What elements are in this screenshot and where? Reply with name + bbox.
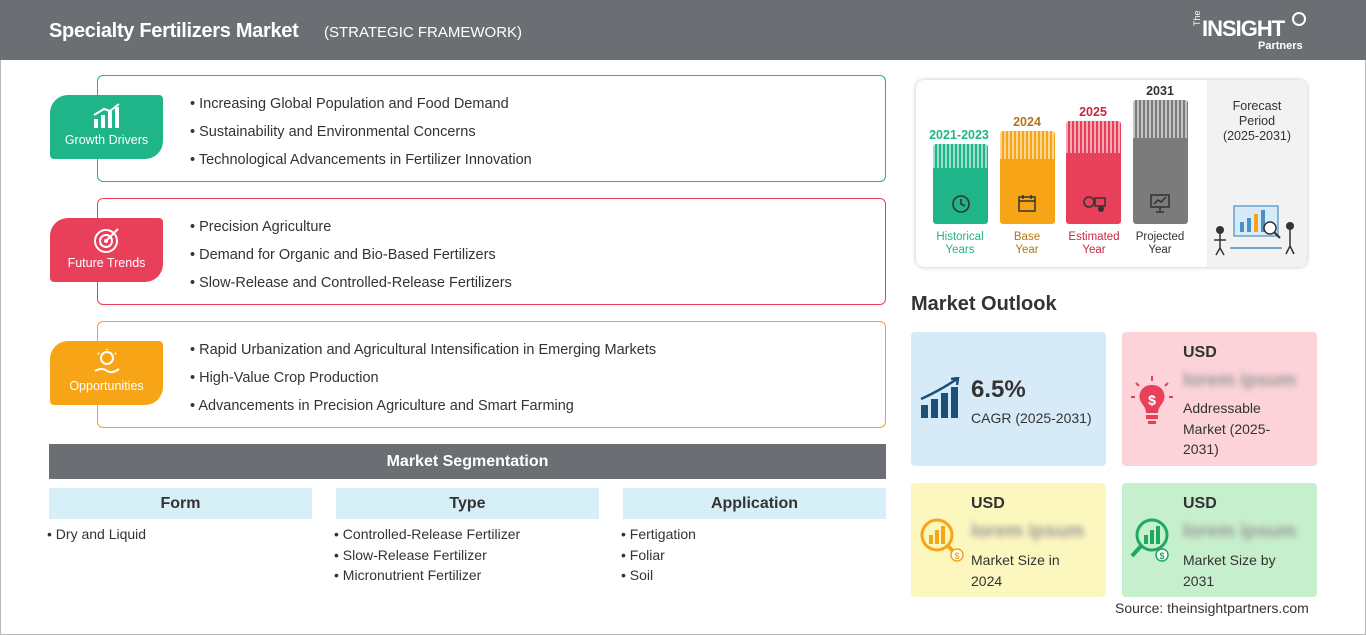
list-item: Technological Advancements in Fertilizer… (190, 152, 532, 180)
list-item: High-Value Crop Production (190, 370, 656, 398)
segment-heading-application: Application (623, 488, 886, 519)
growth-chart-icon (93, 103, 120, 128)
growth-drivers-list: Increasing Global Population and Food De… (190, 96, 532, 180)
magnifier-chart-icon: $ (920, 518, 964, 562)
lightbulb-dollar-icon: $ (1131, 376, 1173, 424)
bar-estimated (1066, 121, 1121, 224)
list-item: Rapid Urbanization and Agricultural Inte… (190, 342, 656, 370)
list-item: Precision Agriculture (190, 219, 512, 247)
list-item: Fertigation (621, 526, 696, 547)
list-item: Increasing Global Population and Food De… (190, 96, 532, 124)
size2031-value: lorem ipsum (1183, 521, 1296, 542)
growth-chart-icon (920, 377, 960, 418)
header-bar: Specialty Fertilizers Market (STRATEGIC … (0, 0, 1366, 60)
segment-heading-form: Form (49, 488, 312, 519)
estimate-gear-icon (1083, 196, 1106, 212)
presentation-board-icon (1150, 194, 1170, 213)
future-trends-list: Precision Agriculture Demand for Organic… (190, 219, 512, 303)
list-item: Dry and Liquid (47, 526, 146, 547)
list-item: Slow-Release and Controlled-Release Fert… (190, 275, 512, 303)
opportunities-list: Rapid Urbanization and Agricultural Inte… (190, 342, 656, 426)
insight-partners-logo: The INSIGHT Partners (1192, 10, 1312, 54)
cagr-value: 6.5% (971, 376, 1026, 403)
market-outlook-title: Market Outlook (911, 293, 1057, 315)
segmentation-title: Market Segmentation (49, 444, 886, 479)
year-base: 2024 (1013, 115, 1041, 129)
source-link[interactable]: Source: theinsightpartners.com (1115, 600, 1309, 616)
analytics-illustration-icon (1214, 205, 1295, 256)
page-subtitle: (STRATEGIC FRAMEWORK) (324, 24, 523, 41)
lightbulb-hand-icon (94, 349, 120, 374)
cagr-label: CAGR (2025-2031) (971, 410, 1092, 426)
year-historical: 2021-2023 (929, 128, 989, 142)
segment-list-type: Controlled-Release Fertilizer Slow-Relea… (334, 526, 520, 588)
list-item: Slow-Release Fertilizer (334, 547, 520, 568)
logo-insight: INSIGHT (1202, 16, 1285, 41)
size2024-value: lorem ipsum (971, 521, 1084, 542)
cagr-card: 6.5% CAGR (2025-2031) (911, 332, 1106, 466)
history-clock-icon (952, 195, 970, 213)
svg-text:$: $ (1148, 392, 1156, 408)
year-estimated: 2025 (1079, 105, 1107, 119)
logo-partners: Partners (1258, 40, 1303, 52)
list-item: Micronutrient Fertilizer (334, 567, 520, 588)
segment-heading-type: Type (336, 488, 599, 519)
growth-drivers-box: Increasing Global Population and Food De… (97, 75, 886, 182)
magnifier-chart-icon: $ (1130, 518, 1169, 562)
logo-the: The (1192, 10, 1202, 26)
svg-text:$: $ (954, 551, 959, 561)
year-projected: 2031 (1146, 84, 1174, 98)
growth-drivers-tag: Growth Drivers (50, 95, 163, 159)
list-item: Sustainability and Environmental Concern… (190, 124, 532, 152)
opportunities-box: Rapid Urbanization and Agricultural Inte… (97, 321, 886, 428)
list-item: Demand for Organic and Bio-Based Fertili… (190, 247, 512, 275)
segment-list-application: Fertigation Foliar Soil (621, 526, 696, 588)
svg-text:$: $ (1159, 551, 1164, 561)
future-trends-box: Precision Agriculture Demand for Organic… (97, 198, 886, 305)
addressable-usd: USD (1183, 344, 1217, 361)
list-item: Soil (621, 567, 696, 588)
tag-label: Opportunities (69, 379, 144, 393)
size2024-usd: USD (971, 495, 1005, 512)
target-icon (94, 228, 119, 253)
list-item: Controlled-Release Fertilizer (334, 526, 520, 547)
bar-base (1000, 131, 1055, 224)
page-title: Specialty Fertilizers Market (49, 20, 299, 42)
opportunities-tag: Opportunities (50, 341, 163, 405)
segment-list-form: Dry and Liquid (47, 526, 146, 547)
list-item: Foliar (621, 547, 696, 568)
size2031-usd: USD (1183, 495, 1217, 512)
tag-label: Growth Drivers (64, 133, 149, 147)
future-trends-tag: Future Trends (50, 218, 163, 282)
logo-ring-icon (1292, 12, 1306, 26)
tag-label: Future Trends (67, 256, 146, 270)
bar-historical (933, 144, 988, 224)
addressable-value: lorem ipsum (1183, 370, 1296, 391)
bar-projected (1133, 100, 1188, 224)
list-item: Advancements in Precision Agriculture an… (190, 398, 656, 426)
calendar-icon (1018, 195, 1036, 212)
